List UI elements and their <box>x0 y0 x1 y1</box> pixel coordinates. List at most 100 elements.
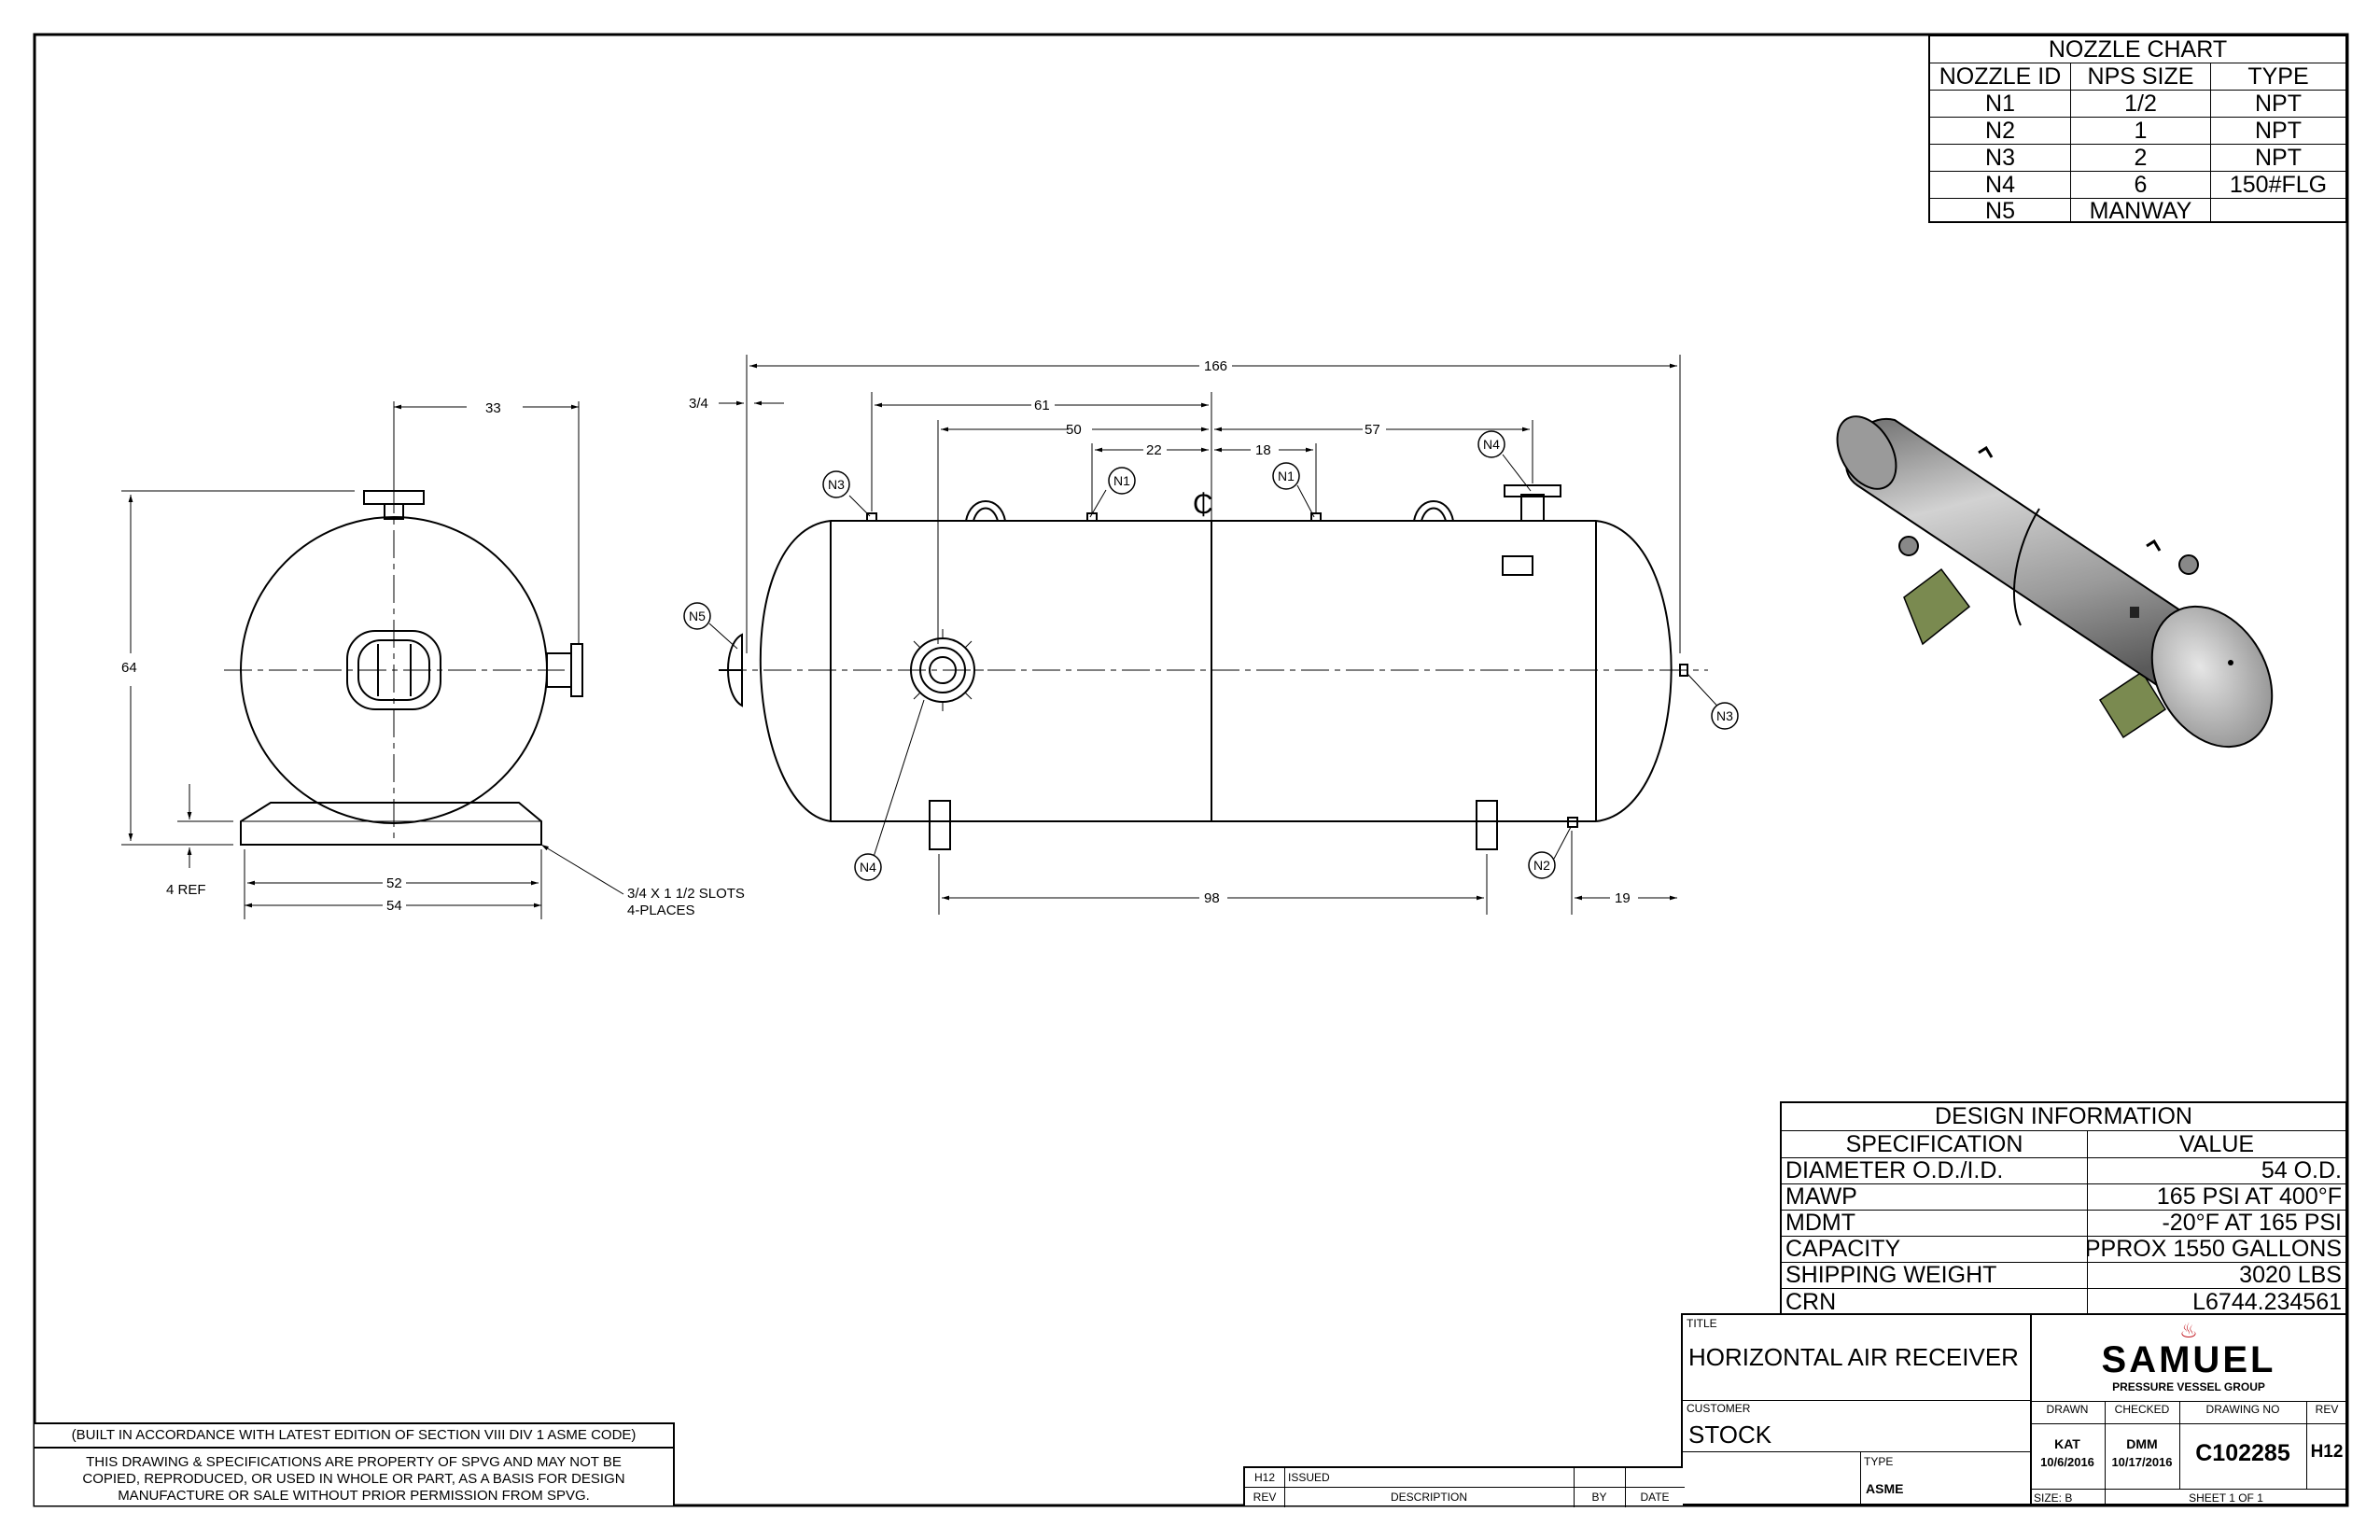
table-row: N4 6 150#FLG <box>1930 171 2345 198</box>
spec-name: SHIPPING WEIGHT <box>1785 1263 1997 1288</box>
spec-value: 3020 LBS <box>2087 1263 2345 1288</box>
checked-by: DMM <box>2126 1436 2158 1451</box>
side-view <box>719 484 1708 850</box>
rev-label: REV <box>2315 1403 2339 1416</box>
revision-header-by: BY <box>1591 1491 1607 1504</box>
nozzle-type: 150#FLG <box>2210 172 2345 198</box>
dim-19: 19 <box>1615 890 1631 906</box>
nozzle-size: MANWAY <box>2070 199 2210 223</box>
property-note-line1: THIS DRAWING & SPECIFICATIONS ARE PROPER… <box>86 1454 622 1470</box>
callout-n1-left: N1 <box>1113 473 1130 488</box>
left-head <box>759 520 832 822</box>
flame-icon: ♨ <box>2179 1319 2198 1342</box>
spec-name: MAWP <box>1785 1184 1857 1210</box>
spec-name: CRN <box>1785 1289 1837 1315</box>
nozzle-type: NPT <box>2210 91 2345 117</box>
notes-block: (BUILT IN ACCORDANCE WITH LATEST EDITION… <box>35 1422 675 1505</box>
checked-label: CHECKED <box>2114 1403 2170 1416</box>
table-row: SHIPPING WEIGHT 3020 LBS <box>1782 1262 2345 1288</box>
callout-n3-top: N3 <box>828 477 845 492</box>
table-row: CAPACITY APPROX 1550 GALLONS <box>1782 1236 2345 1262</box>
table-row: N2 1 NPT <box>1930 117 2345 144</box>
customer-label: CUSTOMER <box>1687 1402 1751 1415</box>
dim-98: 98 <box>1204 890 1220 906</box>
spec-value: -20°F AT 165 PSI <box>2087 1211 2345 1236</box>
table-row: CRN L6744.234561 <box>1782 1288 2345 1315</box>
sheet-number: SHEET 1 OF 1 <box>2189 1491 2263 1505</box>
nozzle-size: 1 <box>2070 118 2210 144</box>
type-value: ASME <box>1866 1481 1904 1496</box>
nozzle-size: 1/2 <box>2070 91 2210 117</box>
drawn-by: KAT <box>2054 1436 2080 1451</box>
table-row: N1 1/2 NPT <box>1930 90 2345 117</box>
approval-grid: DRAWN CHECKED DRAWING NO REV KAT 10/6/20… <box>2030 1401 2347 1489</box>
nozzle-id: N5 <box>1985 199 2015 223</box>
table-row: MDMT -20°F AT 165 PSI <box>1782 1210 2345 1236</box>
revision-block: H12 ISSUED REV DESCRIPTION BY DATE <box>1243 1466 1685 1507</box>
callout-n4-top: N4 <box>1483 437 1500 452</box>
design-information: DESIGN INFORMATION SPECIFICATION VALUE D… <box>1780 1101 2347 1315</box>
revision-number: H12 <box>2310 1442 2344 1462</box>
company-logo: ♨ SAMUEL PRESSURE VESSEL GROUP <box>2030 1315 2347 1401</box>
table-row: MAWP 165 PSI AT 400°F <box>1782 1183 2345 1210</box>
end-view-dim-height: 64 <box>121 660 137 676</box>
end-view-dim-52: 52 <box>386 875 402 891</box>
dim-166: 166 <box>1204 358 1227 374</box>
spec-name: CAPACITY <box>1785 1237 1901 1262</box>
callout-n2: N2 <box>1533 858 1550 873</box>
isometric-view <box>1836 415 2274 749</box>
nozzle-chart-header-id: NOZZLE ID <box>1939 63 2062 90</box>
checked-date: 10/17/2016 <box>2111 1455 2173 1469</box>
revision-header-rev: REV <box>1253 1491 1277 1504</box>
callout-labels: N3 N1 N1 N4 N5 N3 N4 N2 <box>689 437 1733 875</box>
nozzle-chart-title: NOZZLE CHART <box>2048 36 2228 63</box>
spec-name: MDMT <box>1785 1211 1855 1236</box>
design-info-header-row: SPECIFICATION VALUE <box>1782 1130 2345 1157</box>
end-view-manway <box>346 630 441 710</box>
end-view-dim-ref: 4 REF <box>166 882 206 898</box>
dim-3-4: 3/4 <box>689 396 708 412</box>
nozzle-id: N1 <box>1985 91 2015 117</box>
spec-value: L6744.234561 <box>2087 1289 2345 1315</box>
code-note: (BUILT IN ACCORDANCE WITH LATEST EDITION… <box>71 1427 637 1443</box>
dim-50: 50 <box>1066 422 1082 438</box>
logo-subtitle: PRESSURE VESSEL GROUP <box>2112 1380 2265 1393</box>
spec-value: 165 PSI AT 400°F <box>2087 1184 2345 1210</box>
drawing-number: C102285 <box>2195 1440 2290 1466</box>
nozzle-type: NPT <box>2210 145 2345 171</box>
revision-entry-rev: H12 <box>1253 1471 1275 1484</box>
spec-name: DIAMETER O.D./I.D. <box>1785 1158 2004 1183</box>
nozzle-type: NPT <box>2210 118 2345 144</box>
type-label: TYPE <box>1864 1455 1894 1468</box>
nozzle-chart-header-type: TYPE <box>2210 63 2345 90</box>
logo-wordmark: SAMUEL <box>2101 1339 2276 1380</box>
drawing-no-label: DRAWING NO <box>2205 1403 2280 1416</box>
callout-n1-right: N1 <box>1278 469 1295 483</box>
callout-n3-right: N3 <box>1716 708 1733 723</box>
nozzle-id: N2 <box>1985 118 2015 144</box>
end-view <box>121 401 624 919</box>
spec-value: 54 O.D. <box>2087 1158 2345 1183</box>
design-info-header-spec: SPECIFICATION <box>1845 1131 2023 1157</box>
revision-entry-desc: ISSUED <box>1288 1471 1330 1484</box>
dim-61: 61 <box>1034 398 1050 413</box>
spec-value: APPROX 1550 GALLONS <box>2087 1237 2345 1262</box>
drawn-date: 10/6/2016 <box>2040 1455 2094 1469</box>
drawing-title: HORIZONTAL AIR RECEIVER <box>1688 1343 2019 1371</box>
customer-value: STOCK <box>1688 1421 1772 1449</box>
right-head <box>1595 520 1673 822</box>
nozzle-type <box>2210 199 2345 223</box>
nozzle-size: 2 <box>2070 145 2210 171</box>
property-note-line2: COPIED, REPRODUCED, OR USED IN WHOLE OR … <box>82 1471 625 1487</box>
revision-header-date: DATE <box>1640 1491 1670 1504</box>
revision-header-description: DESCRIPTION <box>1390 1491 1467 1504</box>
table-row: N3 2 NPT <box>1930 144 2345 171</box>
nozzle-chart-header-row: NOZZLE ID NPS SIZE TYPE <box>1930 63 2345 90</box>
sheet-size: SIZE: B <box>2034 1491 2073 1505</box>
table-row: N5 MANWAY <box>1930 198 2345 223</box>
sheet-border <box>33 33 2349 1507</box>
table-row: DIAMETER O.D./I.D. 54 O.D. <box>1782 1157 2345 1183</box>
end-view-dim-top: 33 <box>485 400 501 416</box>
design-info-header-value: VALUE <box>2087 1131 2345 1157</box>
